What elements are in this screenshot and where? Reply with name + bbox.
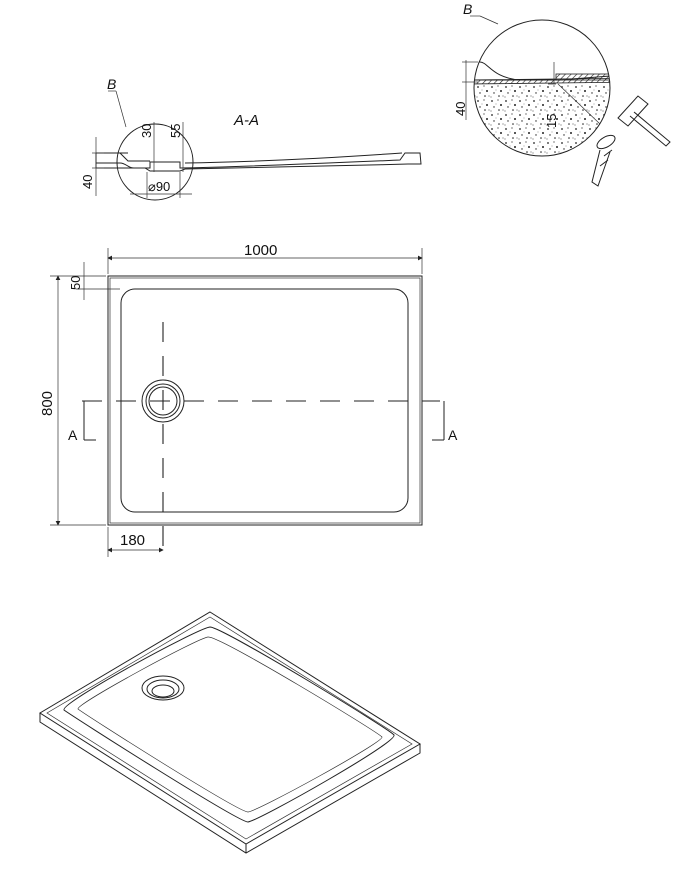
section-mark-left: A bbox=[68, 427, 78, 443]
detail-circle bbox=[473, 19, 611, 157]
detail-circle-b bbox=[116, 123, 194, 201]
detail-label: B bbox=[463, 1, 472, 17]
section-dim-30: 30 bbox=[139, 124, 154, 138]
hammer-icon bbox=[617, 95, 671, 147]
section-mark-right: A bbox=[448, 427, 458, 443]
section-dim-55: 55 bbox=[168, 124, 183, 138]
detail-height-dim: 40 bbox=[453, 102, 468, 116]
section-drain-dim: ⌀90 bbox=[148, 179, 170, 194]
anchor-icon bbox=[591, 134, 616, 187]
isometric-view bbox=[39, 611, 421, 854]
tray-section-profile bbox=[95, 152, 422, 172]
section-view: B A-A 40 30 55 ⌀90 bbox=[80, 76, 422, 201]
section-height-dim: 40 bbox=[80, 175, 95, 189]
detail-offset-dim: 15 bbox=[544, 114, 559, 128]
tray-basin-rim bbox=[63, 626, 395, 823]
detail-ref-label: B bbox=[107, 76, 116, 92]
width-dim: 1000 bbox=[244, 242, 277, 259]
iso-drain-icon bbox=[141, 675, 185, 701]
detail-view: B 40 15 bbox=[453, 1, 671, 187]
depth-dim: 800 bbox=[39, 391, 56, 416]
rim-dim: 50 bbox=[68, 276, 83, 290]
tray-top-outline bbox=[39, 611, 421, 845]
drain-offset-dim: 180 bbox=[120, 532, 145, 549]
plan-view: A A 1000 800 50 180 bbox=[39, 242, 458, 560]
section-title: A-A bbox=[233, 112, 259, 129]
